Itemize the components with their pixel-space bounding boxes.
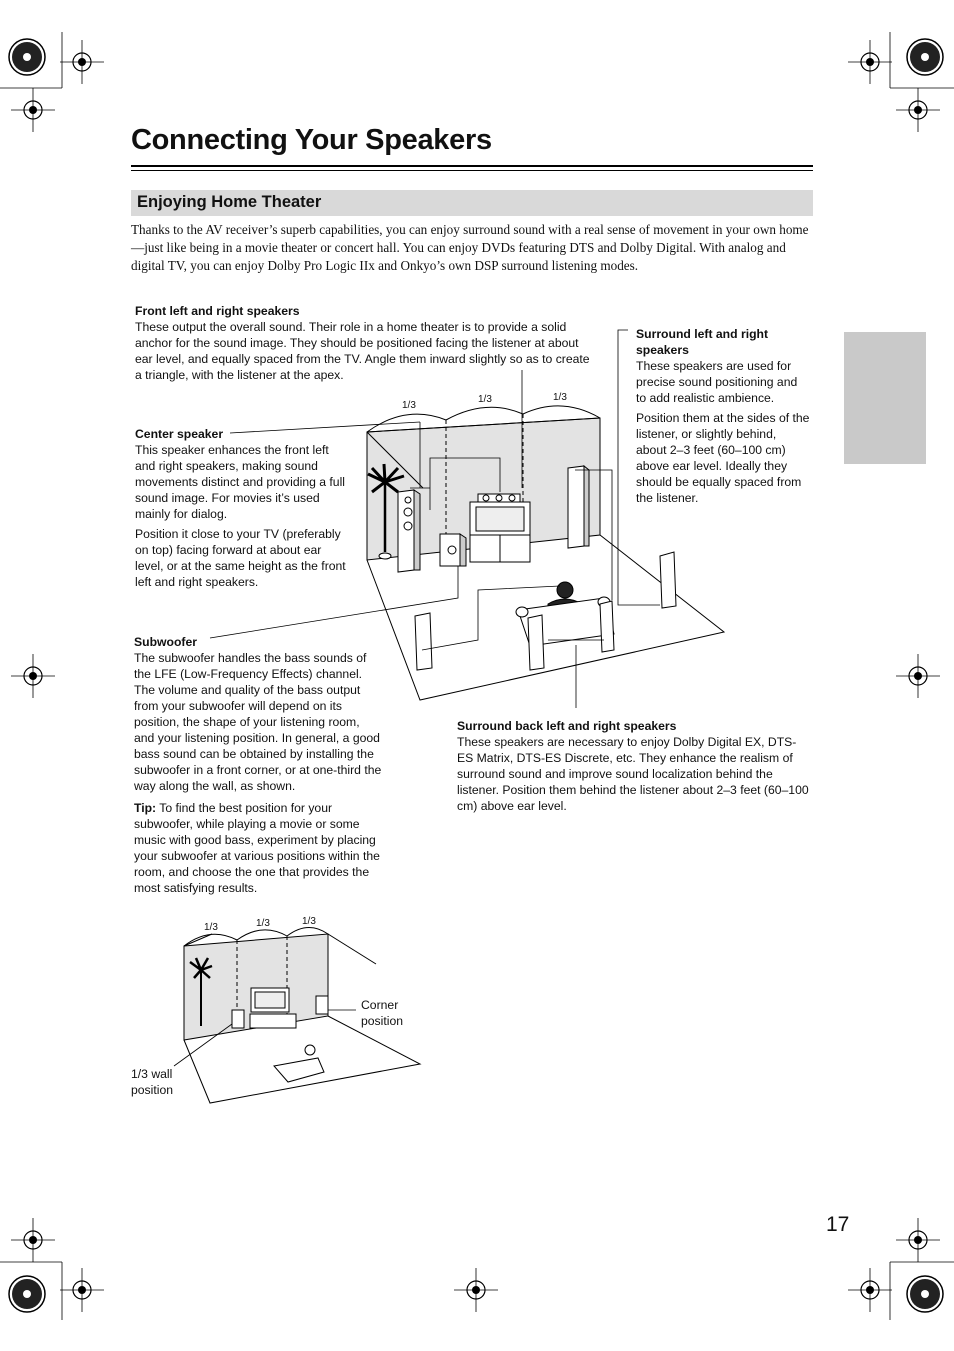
fraction-label-4: 1/3	[204, 922, 218, 933]
palm-tree	[367, 463, 405, 560]
wall-position-label: 1/3 wall position	[131, 1067, 174, 1097]
front-left-speaker	[397, 489, 421, 573]
section-header-bar: Enjoying Home Theater	[131, 190, 813, 216]
surround-speakers-block: Surround left and right speakers These s…	[636, 326, 810, 506]
front-speakers-text: These output the overall sound. Their ro…	[135, 320, 590, 382]
intro-paragraph: Thanks to the AV receiver’s superb capab…	[131, 222, 809, 273]
registration-mark-top-left	[0, 32, 105, 133]
surround-speakers-text-2: Position them at the sides of the listen…	[636, 411, 810, 505]
front-speakers-block: Front left and right speakers These outp…	[135, 303, 595, 383]
fraction-label-6: 1/3	[302, 916, 316, 927]
subwoofer-unit	[439, 533, 467, 567]
registration-mark-bottom	[453, 1267, 499, 1313]
subwoofer-position-diagram	[173, 927, 422, 1104]
section-title: Enjoying Home Theater	[137, 193, 322, 211]
subwoofer-text: The subwoofer handles the bass sounds of…	[134, 651, 382, 793]
chapter-tab	[844, 332, 926, 464]
title-rule	[131, 165, 813, 167]
fraction-label-5: 1/3	[256, 918, 270, 929]
tv-and-center-speaker	[469, 493, 531, 563]
registration-mark-top-right	[847, 32, 954, 133]
front-speakers-heading: Front left and right speakers	[135, 304, 300, 318]
subwoofer-tip: Tip: To find the best position for your …	[134, 800, 382, 896]
registration-mark-bottom-left	[0, 1217, 105, 1320]
surround-back-text: These speakers are necessary to enjoy Do…	[457, 735, 809, 813]
fraction-label-2: 1/3	[478, 394, 492, 405]
surround-left-speaker	[414, 612, 433, 671]
surround-speakers-heading: Surround left and right speakers	[636, 327, 769, 357]
front-right-speaker	[567, 464, 590, 549]
registration-mark-left	[10, 653, 56, 699]
registration-mark-right	[895, 653, 941, 699]
tip-label: Tip:	[134, 801, 157, 815]
surround-back-block: Surround back left and right speakers Th…	[457, 718, 811, 814]
fraction-label-1: 1/3	[402, 400, 416, 411]
registration-mark-bottom-right	[847, 1217, 954, 1320]
corner-position-label: Corner position	[361, 998, 404, 1028]
page-title: Connecting Your Speakers	[131, 124, 492, 156]
center-speaker-heading: Center speaker	[135, 427, 224, 441]
page-number: 17	[826, 1213, 850, 1236]
subwoofer-heading: Subwoofer	[134, 635, 197, 649]
fraction-label-3: 1/3	[553, 392, 567, 403]
surround-back-speakers	[527, 600, 615, 671]
surround-right-speaker	[659, 551, 677, 609]
center-speaker-text-1: This speaker enhances the front left and…	[135, 443, 346, 521]
title-rule-thin	[131, 170, 813, 171]
subwoofer-block: Subwoofer The subwoofer handles the bass…	[134, 634, 382, 896]
surround-speakers-text-1: These speakers are used for precise soun…	[636, 359, 798, 405]
center-speaker-text-2: Position it close to your TV (preferably…	[135, 527, 346, 589]
home-theater-diagram	[209, 329, 726, 708]
center-speaker-block: Center speaker This speaker enhances the…	[135, 426, 349, 590]
tip-text: To find the best position for your subwo…	[134, 801, 380, 895]
surround-back-heading: Surround back left and right speakers	[457, 719, 677, 733]
